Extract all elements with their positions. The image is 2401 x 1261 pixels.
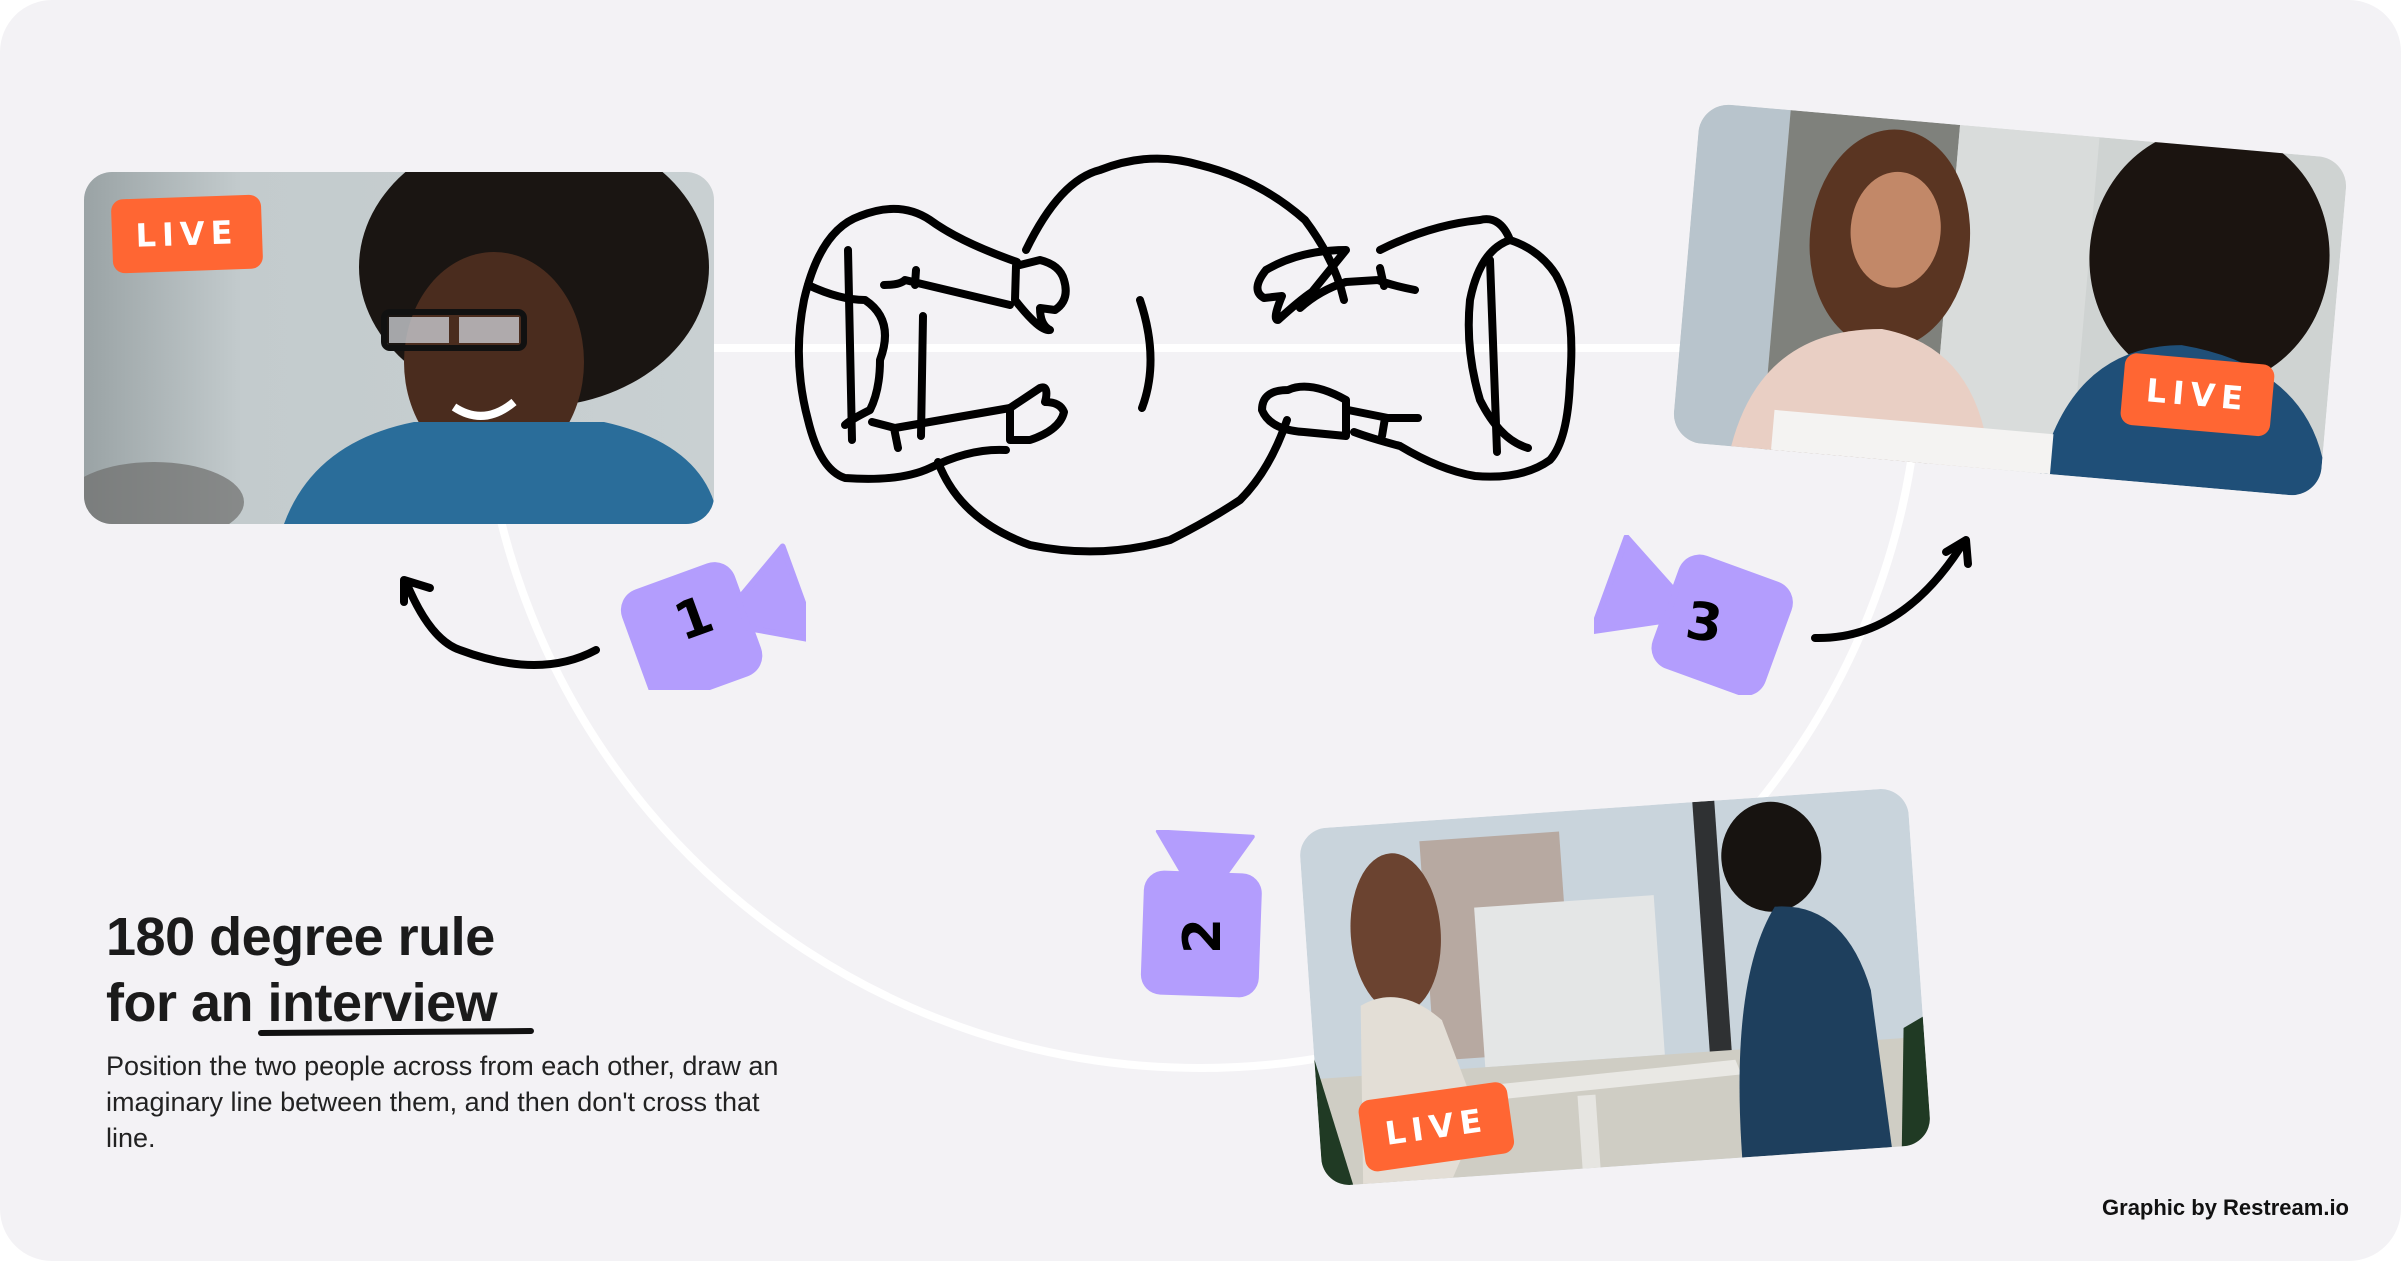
photo-two-women-table [1298, 787, 1932, 1187]
camera-arc [476, 347, 1924, 1072]
page-title: 180 degree rule for an interview [106, 904, 498, 1036]
camera-1: 1 [616, 535, 820, 704]
live-badge-label: LIVE [134, 213, 240, 255]
camera-1-photo: LIVE [84, 172, 714, 524]
video-camera-icon [1589, 534, 1793, 696]
video-camera-icon [1140, 829, 1262, 998]
description: Position the two people across from each… [106, 1051, 779, 1153]
live-badge-label: LIVE [2144, 371, 2251, 419]
live-badge: LIVE [2119, 352, 2276, 438]
credit-text: Graphic by Restream.io [2102, 1195, 2349, 1220]
title-line-1: 180 degree rule [106, 907, 495, 967]
photo-woman-speaking [1671, 102, 2349, 498]
title-emphasis: interview [267, 973, 498, 1033]
live-badge-label: LIVE [1382, 1100, 1490, 1153]
camera-3-number: 3 [1682, 590, 1727, 656]
camera-2-number: 2 [1173, 917, 1234, 955]
title-line-2-prefix: for an [106, 973, 268, 1033]
title-line-2: for an interview [106, 970, 498, 1036]
camera-3-photo: LIVE [1671, 102, 2349, 498]
camera-2: 2 [1140, 829, 1265, 1000]
camera-2-photo: LIVE [1298, 787, 1932, 1187]
camera-3: 3 [1589, 534, 1794, 696]
live-badge: LIVE [110, 194, 264, 274]
